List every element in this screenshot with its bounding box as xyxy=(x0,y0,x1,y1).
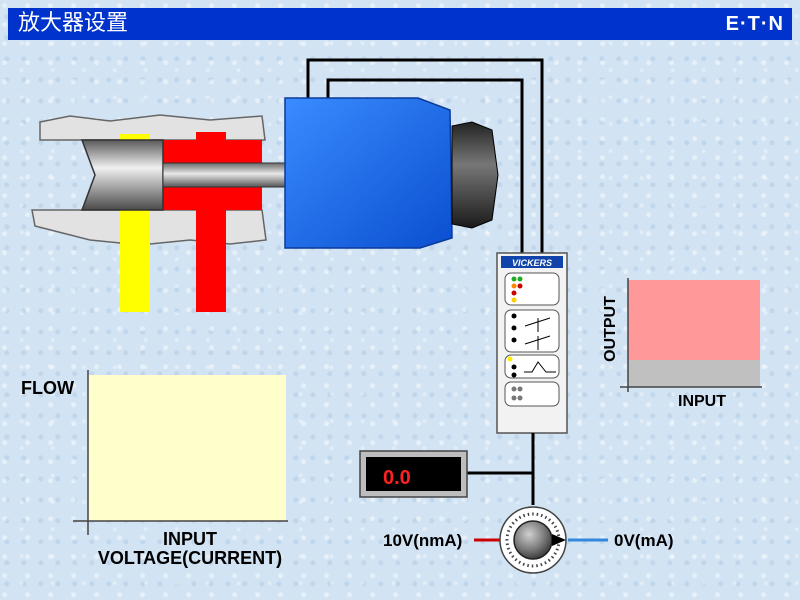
title-bar: 放大器设置 E·T·N xyxy=(8,8,792,40)
output-x-label: INPUT xyxy=(678,393,726,410)
solenoid xyxy=(284,97,499,249)
flow-axis-label: FLOW xyxy=(21,378,74,398)
pot-left-label: 10V(nmA) xyxy=(383,531,463,550)
amplifier-card xyxy=(496,252,568,434)
flow-x-label-line2: VOLTAGE(CURRENT) xyxy=(97,548,283,568)
output-graph xyxy=(620,278,762,392)
spool xyxy=(80,139,164,211)
flow-x-label-line1: INPUT xyxy=(163,529,217,549)
page-title: 放大器设置 xyxy=(18,11,129,36)
amplifier-brand: VICKERS xyxy=(512,258,552,268)
eaton-logo: E·T·N xyxy=(725,13,784,35)
meter-readout: 0.0 xyxy=(383,467,411,489)
signal-wires xyxy=(466,433,535,505)
flow-graph xyxy=(73,370,288,535)
solenoid-wires xyxy=(306,58,544,255)
digital-meter xyxy=(359,450,468,498)
potentiometer-knob[interactable] xyxy=(513,520,553,560)
push-rod xyxy=(162,162,288,188)
output-axis-label: OUTPUT xyxy=(602,296,619,362)
pot-right-label: 0V(mA) xyxy=(614,531,674,550)
knob-pointer xyxy=(552,534,566,546)
